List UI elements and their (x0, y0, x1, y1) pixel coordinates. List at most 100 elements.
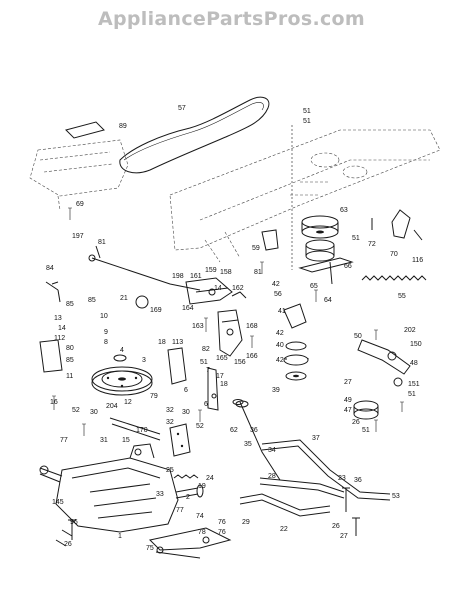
callout-35: 35 (244, 441, 252, 448)
callout-labels: 57 89 51 51 69 197 81 63 51 72 70 116 59… (46, 105, 423, 552)
callout-75: 75 (146, 545, 154, 552)
callout-72: 72 (368, 241, 376, 248)
bracket-59 (261, 229, 279, 251)
callout-7: 7 (206, 367, 210, 374)
callout-162: 162 (232, 285, 244, 292)
callout-29: 29 (242, 519, 250, 526)
spring-25 (173, 474, 199, 479)
callout-30: 30 (182, 409, 190, 416)
callout-80: 80 (66, 345, 74, 352)
callout-19: 19 (198, 483, 206, 490)
callout-145: 145 (52, 499, 64, 506)
callout-47: 47 (344, 407, 352, 414)
callout-165: 165 (216, 355, 228, 362)
bracket-80 (39, 339, 63, 373)
callout-113: 113 (172, 339, 183, 346)
callout-81: 81 (98, 239, 106, 246)
callout-6: 6 (184, 387, 188, 394)
drag-link-75 (148, 527, 232, 559)
callout-63: 63 (340, 207, 348, 214)
callout-82: 82 (202, 346, 210, 353)
callout-15: 15 (122, 437, 130, 444)
callout-85: 85 (88, 297, 96, 304)
fasteners (52, 207, 404, 436)
callout-51: 51 (200, 359, 208, 366)
idler-pulley-47 (353, 400, 379, 420)
callout-42: 42 (276, 330, 284, 337)
callout-166: 166 (246, 353, 258, 360)
callout-161: 161 (190, 273, 202, 280)
callout-168: 168 (246, 323, 258, 330)
bolt-145 (68, 519, 76, 540)
callout-79: 79 (150, 393, 158, 400)
callout-70: 70 (390, 251, 398, 258)
callout-9: 9 (104, 329, 108, 336)
callout-21: 21 (120, 295, 128, 302)
callout-51: 51 (352, 235, 360, 242)
callout-52: 52 (72, 407, 80, 414)
frame-rails (169, 129, 441, 263)
callout-51: 51 (362, 427, 370, 434)
callout-55: 55 (398, 293, 406, 300)
callout-40: 40 (276, 342, 284, 349)
linkage-158-164 (185, 277, 247, 305)
callout-74: 74 (196, 513, 204, 520)
callout-32: 32 (166, 407, 174, 414)
callout-49: 49 (344, 397, 352, 404)
callout-27: 27 (340, 533, 348, 540)
idler-pulleys-40 (283, 341, 309, 381)
callout-59: 59 (252, 245, 260, 252)
callout-66: 66 (344, 263, 352, 270)
bracket-41 (283, 303, 307, 329)
callout-51: 51 (303, 108, 311, 115)
callout-22: 22 (280, 526, 288, 533)
callout-36: 36 (250, 427, 258, 434)
callout-52: 52 (196, 423, 204, 430)
callout-8: 8 (104, 339, 108, 346)
callout-150: 150 (410, 341, 422, 348)
callout-81: 81 (254, 269, 262, 276)
callout-10: 10 (100, 313, 108, 320)
callout-164: 164 (182, 305, 194, 312)
linkage-tube-37 (259, 439, 391, 501)
callout-64: 64 (324, 297, 332, 304)
callout-76: 76 (218, 529, 226, 536)
callout-31: 31 (100, 437, 108, 444)
callout-36: 36 (354, 477, 362, 484)
callout-14: 14 (214, 285, 222, 292)
callout-170: 170 (136, 427, 148, 434)
bracket-66 (298, 257, 354, 285)
callout-28: 28 (268, 473, 276, 480)
plate-32 (169, 423, 191, 457)
bracket-70 (391, 209, 411, 239)
callout-32: 32 (166, 419, 174, 426)
callout-25: 25 (166, 467, 174, 474)
bracket-113 (167, 347, 187, 385)
rod-22 (239, 493, 331, 517)
callout-198: 198 (172, 273, 184, 280)
callout-116: 116 (412, 257, 423, 264)
callout-204: 204 (106, 403, 118, 410)
callout-42: 42 (272, 281, 280, 288)
callout-76: 76 (218, 519, 226, 526)
callout-24: 24 (206, 475, 214, 482)
callout-151: 151 (408, 381, 420, 388)
callout-30: 30 (90, 409, 98, 416)
callout-33: 33 (156, 491, 164, 498)
callout-48: 48 (410, 360, 418, 367)
callout-163: 163 (192, 323, 204, 330)
callout-85: 85 (66, 357, 74, 364)
callout-26: 26 (352, 419, 360, 426)
transaxle-pulley-3 (91, 366, 153, 396)
shift-rod-81 (88, 245, 201, 291)
callout-77: 77 (60, 437, 68, 444)
callout-12: 12 (124, 399, 132, 406)
callout-42: 42 (276, 357, 284, 364)
callout-26: 26 (64, 541, 72, 548)
transaxle-1 (39, 443, 204, 533)
callout-51: 51 (408, 391, 416, 398)
callout-14: 14 (58, 325, 66, 332)
spring-55 (361, 275, 427, 281)
